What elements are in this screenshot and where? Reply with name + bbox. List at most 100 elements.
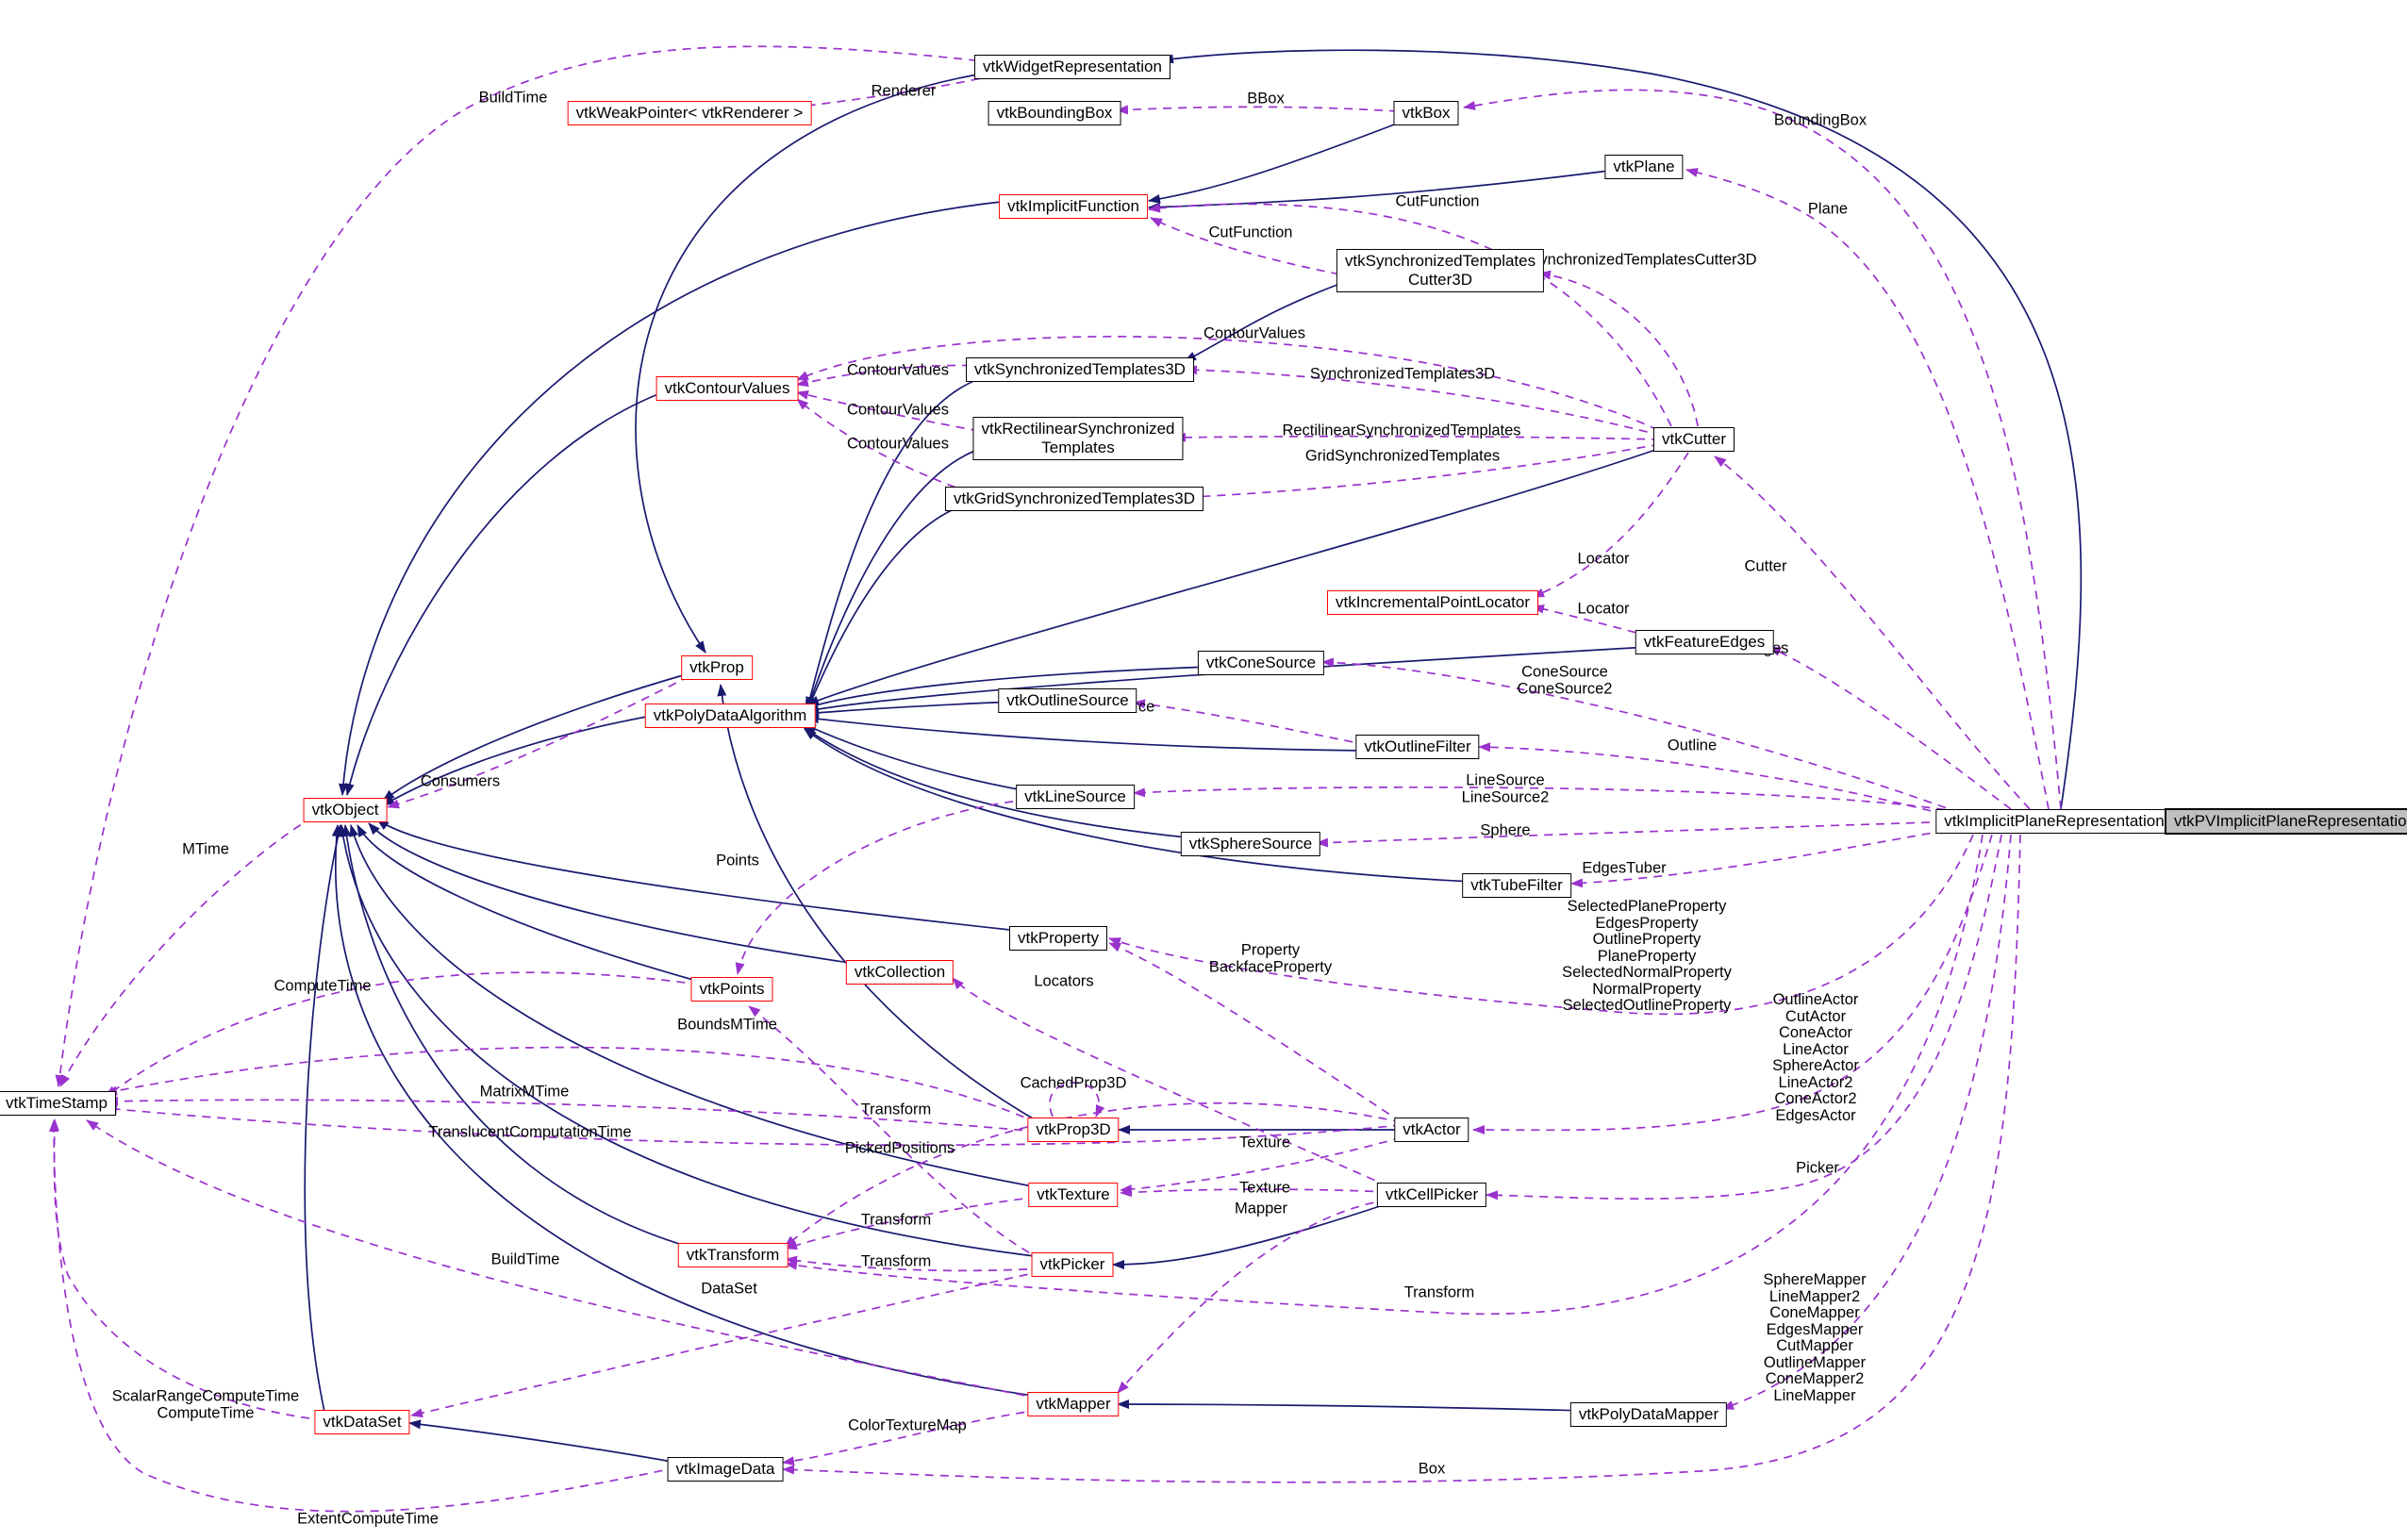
edge-MA-ID bbox=[782, 1409, 1040, 1466]
node-vtkoutlinesource[interactable]: vtkOutlineSource bbox=[998, 688, 1137, 713]
node-vtkcellpicker[interactable]: vtkCellPicker bbox=[1376, 1183, 1487, 1207]
edge-PL-IF bbox=[1148, 170, 1610, 212]
edge-label-WR-WP: Renderer bbox=[871, 82, 937, 100]
edge-CU-CV bbox=[796, 336, 1659, 431]
edge-label-CU-RS: RectilinearSynchronizedTemplates bbox=[1282, 422, 1521, 439]
edge-label-IR-PL: Plane bbox=[1807, 200, 1849, 218]
edge-RS-CV bbox=[796, 390, 995, 435]
edge-CP-MA bbox=[1117, 1199, 1389, 1394]
edge-RS-PA bbox=[805, 444, 993, 713]
node-vtkactor[interactable]: vtkActor bbox=[1394, 1118, 1469, 1142]
node-vtklinesource[interactable]: vtkLineSource bbox=[1016, 785, 1135, 809]
edge-IR-PL bbox=[1685, 168, 2050, 810]
edge-PT-TS bbox=[105, 971, 701, 1098]
node-vtkobject[interactable]: vtkObject bbox=[303, 798, 388, 822]
edge-CS-PA bbox=[805, 666, 1212, 710]
edge-AC-PY bbox=[1108, 942, 1403, 1123]
node-vtkcutter[interactable]: vtkCutter bbox=[1652, 427, 1735, 452]
node-vtkprop3d[interactable]: vtkProp3D bbox=[1027, 1118, 1120, 1142]
edge-label-MA-TS: BuildTime bbox=[490, 1250, 560, 1268]
node-vtkimagedata[interactable]: vtkImageData bbox=[667, 1457, 784, 1482]
edge-MA-TS bbox=[86, 1119, 1040, 1399]
edge-CL-OB bbox=[368, 822, 857, 965]
node-vtkpolydatamapper[interactable]: vtkPolyDataMapper bbox=[1569, 1402, 1728, 1427]
node-vtktransform[interactable]: vtkTransform bbox=[677, 1243, 788, 1267]
edge-SS-PA bbox=[803, 726, 1197, 839]
node-vtkplane[interactable]: vtkPlane bbox=[1604, 155, 1684, 179]
node-vtkbox[interactable]: vtkBox bbox=[1393, 101, 1459, 125]
node-vtkoutlinefilter[interactable]: vtkOutlineFilter bbox=[1355, 735, 1480, 759]
node-vtkfeatureedges[interactable]: vtkFeatureEdges bbox=[1635, 630, 1774, 654]
node-vtkincrementalpointlocator[interactable]: vtkIncrementalPointLocator bbox=[1327, 590, 1538, 615]
edge-label-IR-CP: Picker bbox=[1796, 1159, 1839, 1177]
edge-IR-TF bbox=[1570, 827, 1961, 888]
node-vtkpolydataalgorithm[interactable]: vtkPolyDataAlgorithm bbox=[644, 704, 816, 728]
edge-label-TX-TR: Transform bbox=[860, 1211, 932, 1229]
edge-OS-PA bbox=[806, 701, 1014, 718]
node-vtkcontourvalues[interactable]: vtkContourValues bbox=[656, 376, 799, 401]
edge-label-IR-CS: ConeSource ConeSource2 bbox=[1517, 663, 1613, 697]
edge-CU-GS bbox=[1190, 443, 1661, 502]
edge-IR-CU bbox=[1714, 455, 2031, 810]
edge-P3-PR bbox=[717, 684, 1038, 1122]
node-vtkgridsynchronizedtemplates3d[interactable]: vtkGridSynchronizedTemplates3D bbox=[944, 487, 1204, 511]
edge-label-IR-SS: Sphere bbox=[1480, 821, 1531, 839]
edge-IR-TR bbox=[785, 834, 1984, 1316]
edge-DS-OB bbox=[304, 824, 343, 1413]
node-vtkmapper[interactable]: vtkMapper bbox=[1027, 1392, 1120, 1416]
edge-PR-OB bbox=[387, 675, 690, 809]
edge-ID-TS bbox=[49, 1119, 678, 1513]
edge-PT-OB bbox=[357, 824, 701, 983]
node-vtkprop[interactable]: vtkProp bbox=[681, 655, 753, 680]
edge-CU-IF bbox=[1148, 203, 1672, 427]
node-vtkdataset[interactable]: vtkDataSet bbox=[314, 1410, 410, 1434]
edge-label-AC-PY: Property BackfaceProperty bbox=[1208, 941, 1333, 975]
edge-label-ID-TS: ExtentComputeTime bbox=[297, 1510, 439, 1528]
edge-label-CP-CL: Locators bbox=[1034, 972, 1094, 990]
node-vtkrectilinearsynchronized-templates[interactable]: vtkRectilinearSynchronized Templates bbox=[972, 417, 1184, 460]
edge-MA-OB bbox=[331, 824, 1040, 1398]
edge-label-WR-TS: BuildTime bbox=[478, 89, 548, 107]
edge-label-DS-TS: ScalarRangeComputeTime ComputeTime bbox=[111, 1387, 300, 1421]
edge-BX-IF bbox=[1148, 123, 1398, 204]
node-vtktimestamp[interactable]: vtkTimeStamp bbox=[0, 1091, 117, 1116]
node-vtkproperty[interactable]: vtkProperty bbox=[1009, 926, 1107, 951]
node-vtkpoints[interactable]: vtkPoints bbox=[690, 977, 773, 1002]
node-vtkpvimplicitplanerepresentation[interactable]: vtkPVImplicitPlaneRepresentation bbox=[2164, 808, 2407, 835]
edge-BX-BB bbox=[1116, 105, 1399, 115]
edge-WR-TS bbox=[55, 45, 993, 1087]
edge-label-CP-TX: Texture bbox=[1238, 1179, 1291, 1197]
node-vtkweakpointer-vtkrenderer-[interactable]: vtkWeakPointer< vtkRenderer > bbox=[567, 101, 812, 125]
edge-label-IR-CU: Cutter bbox=[1744, 557, 1787, 575]
node-vtktexture[interactable]: vtkTexture bbox=[1028, 1183, 1119, 1207]
node-vtkconesource[interactable]: vtkConeSource bbox=[1197, 651, 1325, 675]
edge-CU-PA bbox=[806, 446, 1665, 705]
edge-CU-S3 bbox=[1185, 365, 1663, 437]
node-vtktubefilter[interactable]: vtkTubeFilter bbox=[1462, 873, 1571, 898]
edge-IR-OF bbox=[1478, 742, 1961, 820]
node-vtksynchronizedtemplates-cutter3d[interactable]: vtkSynchronizedTemplates Cutter3D bbox=[1336, 249, 1545, 292]
node-vtkboundingbox[interactable]: vtkBoundingBox bbox=[988, 101, 1121, 125]
node-vtkwidgetrepresentation[interactable]: vtkWidgetRepresentation bbox=[974, 55, 1170, 79]
edge-CP-PK bbox=[1112, 1202, 1389, 1269]
edge-S3-CV bbox=[796, 364, 987, 388]
edge-P3-TS bbox=[106, 1096, 1038, 1133]
node-vtkcollection[interactable]: vtkCollection bbox=[845, 960, 954, 985]
node-vtksynchronizedtemplates3d[interactable]: vtkSynchronizedTemplates3D bbox=[966, 357, 1194, 382]
node-vtkspheresource[interactable]: vtkSphereSource bbox=[1180, 832, 1321, 856]
edge-IR-AC bbox=[1472, 834, 1993, 1135]
edge-label-BX-BB: BBox bbox=[1247, 90, 1285, 108]
edge-label-PK-PT: PickedPositions bbox=[844, 1139, 955, 1157]
edge-TX-TR bbox=[785, 1196, 1038, 1250]
edge-CP-TX bbox=[1120, 1187, 1389, 1198]
node-vtkpicker[interactable]: vtkPicker bbox=[1031, 1252, 1114, 1277]
node-vtkimplicitfunction[interactable]: vtkImplicitFunction bbox=[999, 194, 1148, 219]
node-vtkimplicitplanerepresentation[interactable]: vtkImplicitPlaneRepresentation bbox=[1935, 809, 2173, 834]
edge-label-CU-IP: Locator bbox=[1577, 550, 1630, 568]
edge-CU-RS bbox=[1173, 432, 1661, 442]
edge-P3-P3 bbox=[1049, 1082, 1105, 1118]
edge-label-AC-TS: TranslucentComputationTime bbox=[428, 1123, 632, 1141]
edge-ID-DS bbox=[408, 1419, 678, 1464]
edge-PM-MA bbox=[1117, 1399, 1587, 1412]
